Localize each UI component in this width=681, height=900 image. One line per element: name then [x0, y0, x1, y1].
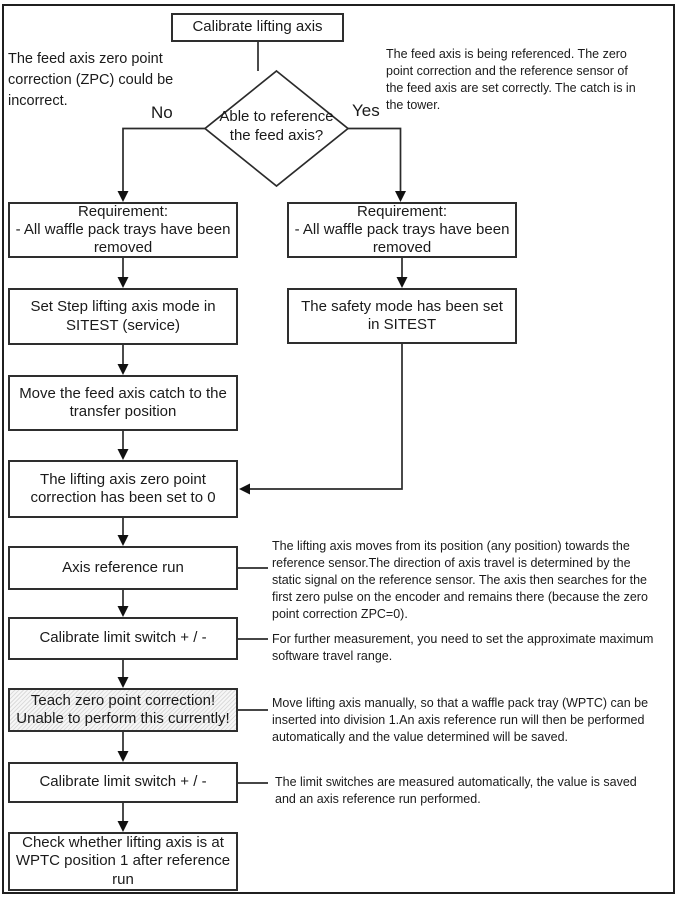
side-note-further-measurement: For further measurement, you need to set…: [272, 632, 654, 663]
decision-question: Able to reference the feed axis?: [219, 108, 334, 144]
node-move-feed-axis-catch: Move the feed axis catch to the transfer…: [8, 375, 238, 431]
annotation-feed-axis-referenced: The feed axis is being referenced. The z…: [386, 47, 636, 112]
node-teach-zero-point-correction: Teach zero point correction! Unable to p…: [8, 688, 238, 732]
side-note-axis-reference-run: The lifting axis moves from its position…: [272, 539, 648, 621]
node-requirement-right: Requirement: - All waffle pack trays hav…: [287, 202, 517, 258]
annotation-zpc-incorrect: The feed axis zero point correction (ZPC…: [8, 51, 174, 109]
node-check-wptc-position: Check whether lifting axis is at WPTC po…: [8, 832, 238, 891]
node-set-step-lifting-axis-mode: Set Step lifting axis mode in SITEST (se…: [8, 288, 238, 345]
arrowheads: [117, 191, 408, 832]
side-note-move-lifting-axis: Move lifting axis manually, so that a wa…: [272, 696, 649, 744]
decision-diamond: [203, 69, 350, 188]
node-calibrate-limit-switch-2: Calibrate limit switch + / -: [8, 762, 238, 803]
branch-no-label: No: [151, 103, 173, 122]
node-calibrate-limit-switch-1: Calibrate limit switch + / -: [8, 617, 238, 660]
side-note-limit-switches: The limit switches are measured automati…: [275, 775, 637, 806]
node-axis-reference-run: Axis reference run: [8, 546, 238, 590]
connector-lines: [122, 42, 403, 822]
node-safety-mode-set: The safety mode has been set in SITEST: [287, 288, 517, 344]
node-lifting-axis-zpc-set-0: The lifting axis zero point correction h…: [8, 460, 238, 518]
branch-yes-label: Yes: [352, 101, 380, 120]
node-requirement-left: Requirement: - All waffle pack trays hav…: [8, 202, 238, 258]
start-node: Calibrate lifting axis: [171, 13, 344, 42]
